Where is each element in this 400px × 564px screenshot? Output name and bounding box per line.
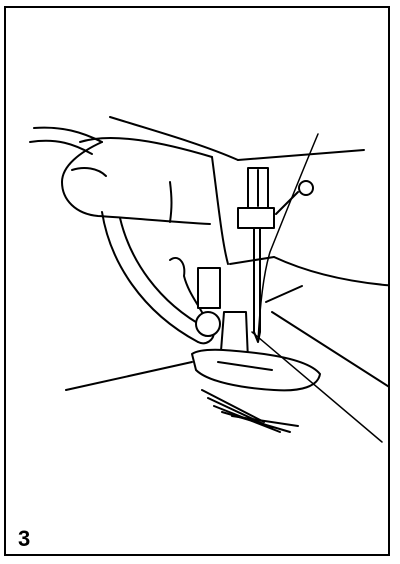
thread-guide-stem <box>275 191 299 215</box>
thread-guide-knob <box>298 180 314 196</box>
thumb-nail <box>71 167 107 177</box>
plate-edge-front <box>251 331 383 443</box>
upper-thread <box>257 133 319 343</box>
presser-foot <box>191 348 321 392</box>
machine-arm-lower-edge <box>79 137 213 158</box>
thumb-outline <box>61 141 211 225</box>
presser-bar <box>197 267 221 309</box>
thumb-crease <box>169 181 173 223</box>
plate-edge-back <box>265 285 303 303</box>
machine-head-right-side <box>273 256 388 287</box>
machine-head-front-edge <box>211 156 229 265</box>
feed-dog-5 <box>231 415 299 427</box>
machine-head-top-edge <box>237 149 365 161</box>
machine-head-bottom <box>229 256 275 265</box>
finger-inner-curve <box>119 217 207 329</box>
figure-frame: 3 <box>4 6 390 556</box>
step-number: 3 <box>18 526 31 551</box>
thread-strand-lower <box>29 139 93 155</box>
needle-clamp <box>237 207 275 229</box>
sewing-illustration <box>29 116 388 443</box>
finger-outer-curve <box>101 211 199 343</box>
machine-arm-top-edge <box>109 116 239 161</box>
feed-dog-4 <box>221 411 291 433</box>
presser-screw <box>195 311 221 337</box>
presser-foot-slot <box>217 361 273 371</box>
feed-dog-1 <box>201 389 265 423</box>
plate-edge-left <box>65 361 193 391</box>
plate-edge-right <box>271 311 388 388</box>
